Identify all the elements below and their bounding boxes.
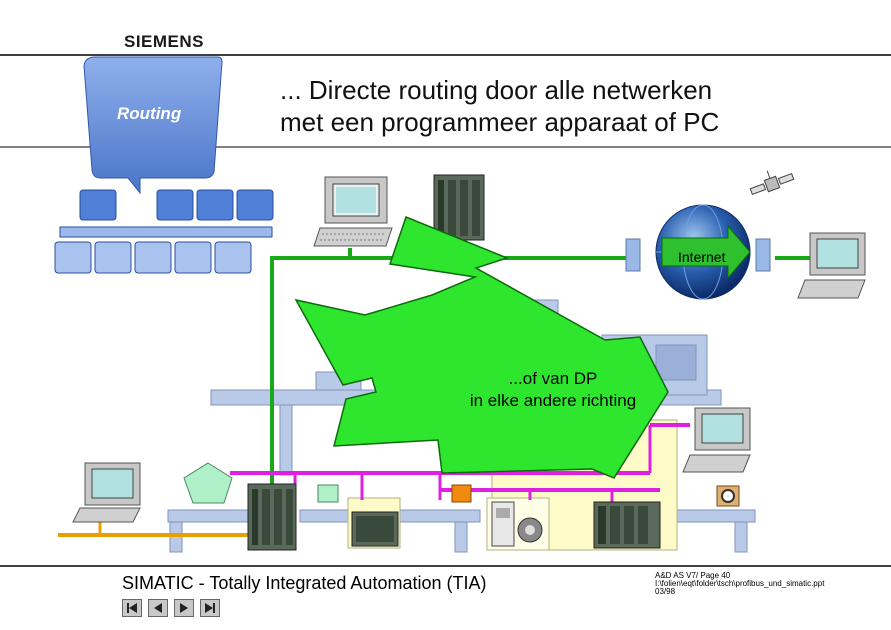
round-sensor xyxy=(716,485,740,507)
siemens-logo: SIEMENS xyxy=(124,32,205,51)
connector-right xyxy=(755,238,771,272)
footer-title: SIMATIC - Totally Integrated Automation … xyxy=(122,573,487,593)
routing-badge xyxy=(54,56,274,274)
headline-line-2: met een programmeer apparaat of PC xyxy=(280,107,720,137)
last-slide-icon xyxy=(205,603,215,613)
plc-rack-top xyxy=(433,174,485,241)
pc-left xyxy=(72,462,141,523)
first-slide-button[interactable] xyxy=(122,599,142,617)
orange-sensor xyxy=(451,484,472,503)
slide-headline: ... Directe routing door alle netwerken … xyxy=(280,74,840,138)
previous-slide-button[interactable] xyxy=(148,599,168,617)
arrow-callout: ...of van DP in elke andere richting xyxy=(448,368,658,412)
next-slide-icon xyxy=(180,603,188,613)
internet-globe xyxy=(655,204,751,300)
drive-unit xyxy=(491,501,543,547)
routing-badge-label: Routing xyxy=(117,104,182,123)
callout-line-1: ...of van DP xyxy=(508,369,598,388)
pc-right-middle xyxy=(682,407,751,473)
footer-info-line-1: A&D AS V7/ Page 40 xyxy=(655,571,731,580)
previous-slide-icon xyxy=(154,603,162,613)
headline-line-1: ... Directe routing door alle netwerken xyxy=(280,75,713,105)
satellite-icon xyxy=(749,170,795,195)
pc-right xyxy=(797,232,866,299)
first-slide-icon xyxy=(127,603,137,613)
green-sensor xyxy=(317,484,339,503)
footer-info: A&D AS V7/ Page 40 I:\folien\eqt\folder\… xyxy=(655,572,824,596)
plc-rack-bottom-right xyxy=(593,501,661,549)
internet-label: Internet xyxy=(678,249,726,265)
pentagon-device xyxy=(183,462,233,504)
pc-top xyxy=(313,176,393,247)
connector-left xyxy=(625,238,641,272)
footer-info-line-3: 03/98 xyxy=(655,587,676,596)
next-slide-button[interactable] xyxy=(174,599,194,617)
callout-line-2: in elke andere richting xyxy=(469,391,637,410)
plc-module xyxy=(351,511,399,547)
plc-rack-bottom-left xyxy=(247,483,297,551)
last-slide-button[interactable] xyxy=(200,599,220,617)
routing-arrow xyxy=(294,216,669,479)
footer-info-line-2: I:\folien\eqt\folder\tsch\profibus_und_s… xyxy=(655,579,825,588)
